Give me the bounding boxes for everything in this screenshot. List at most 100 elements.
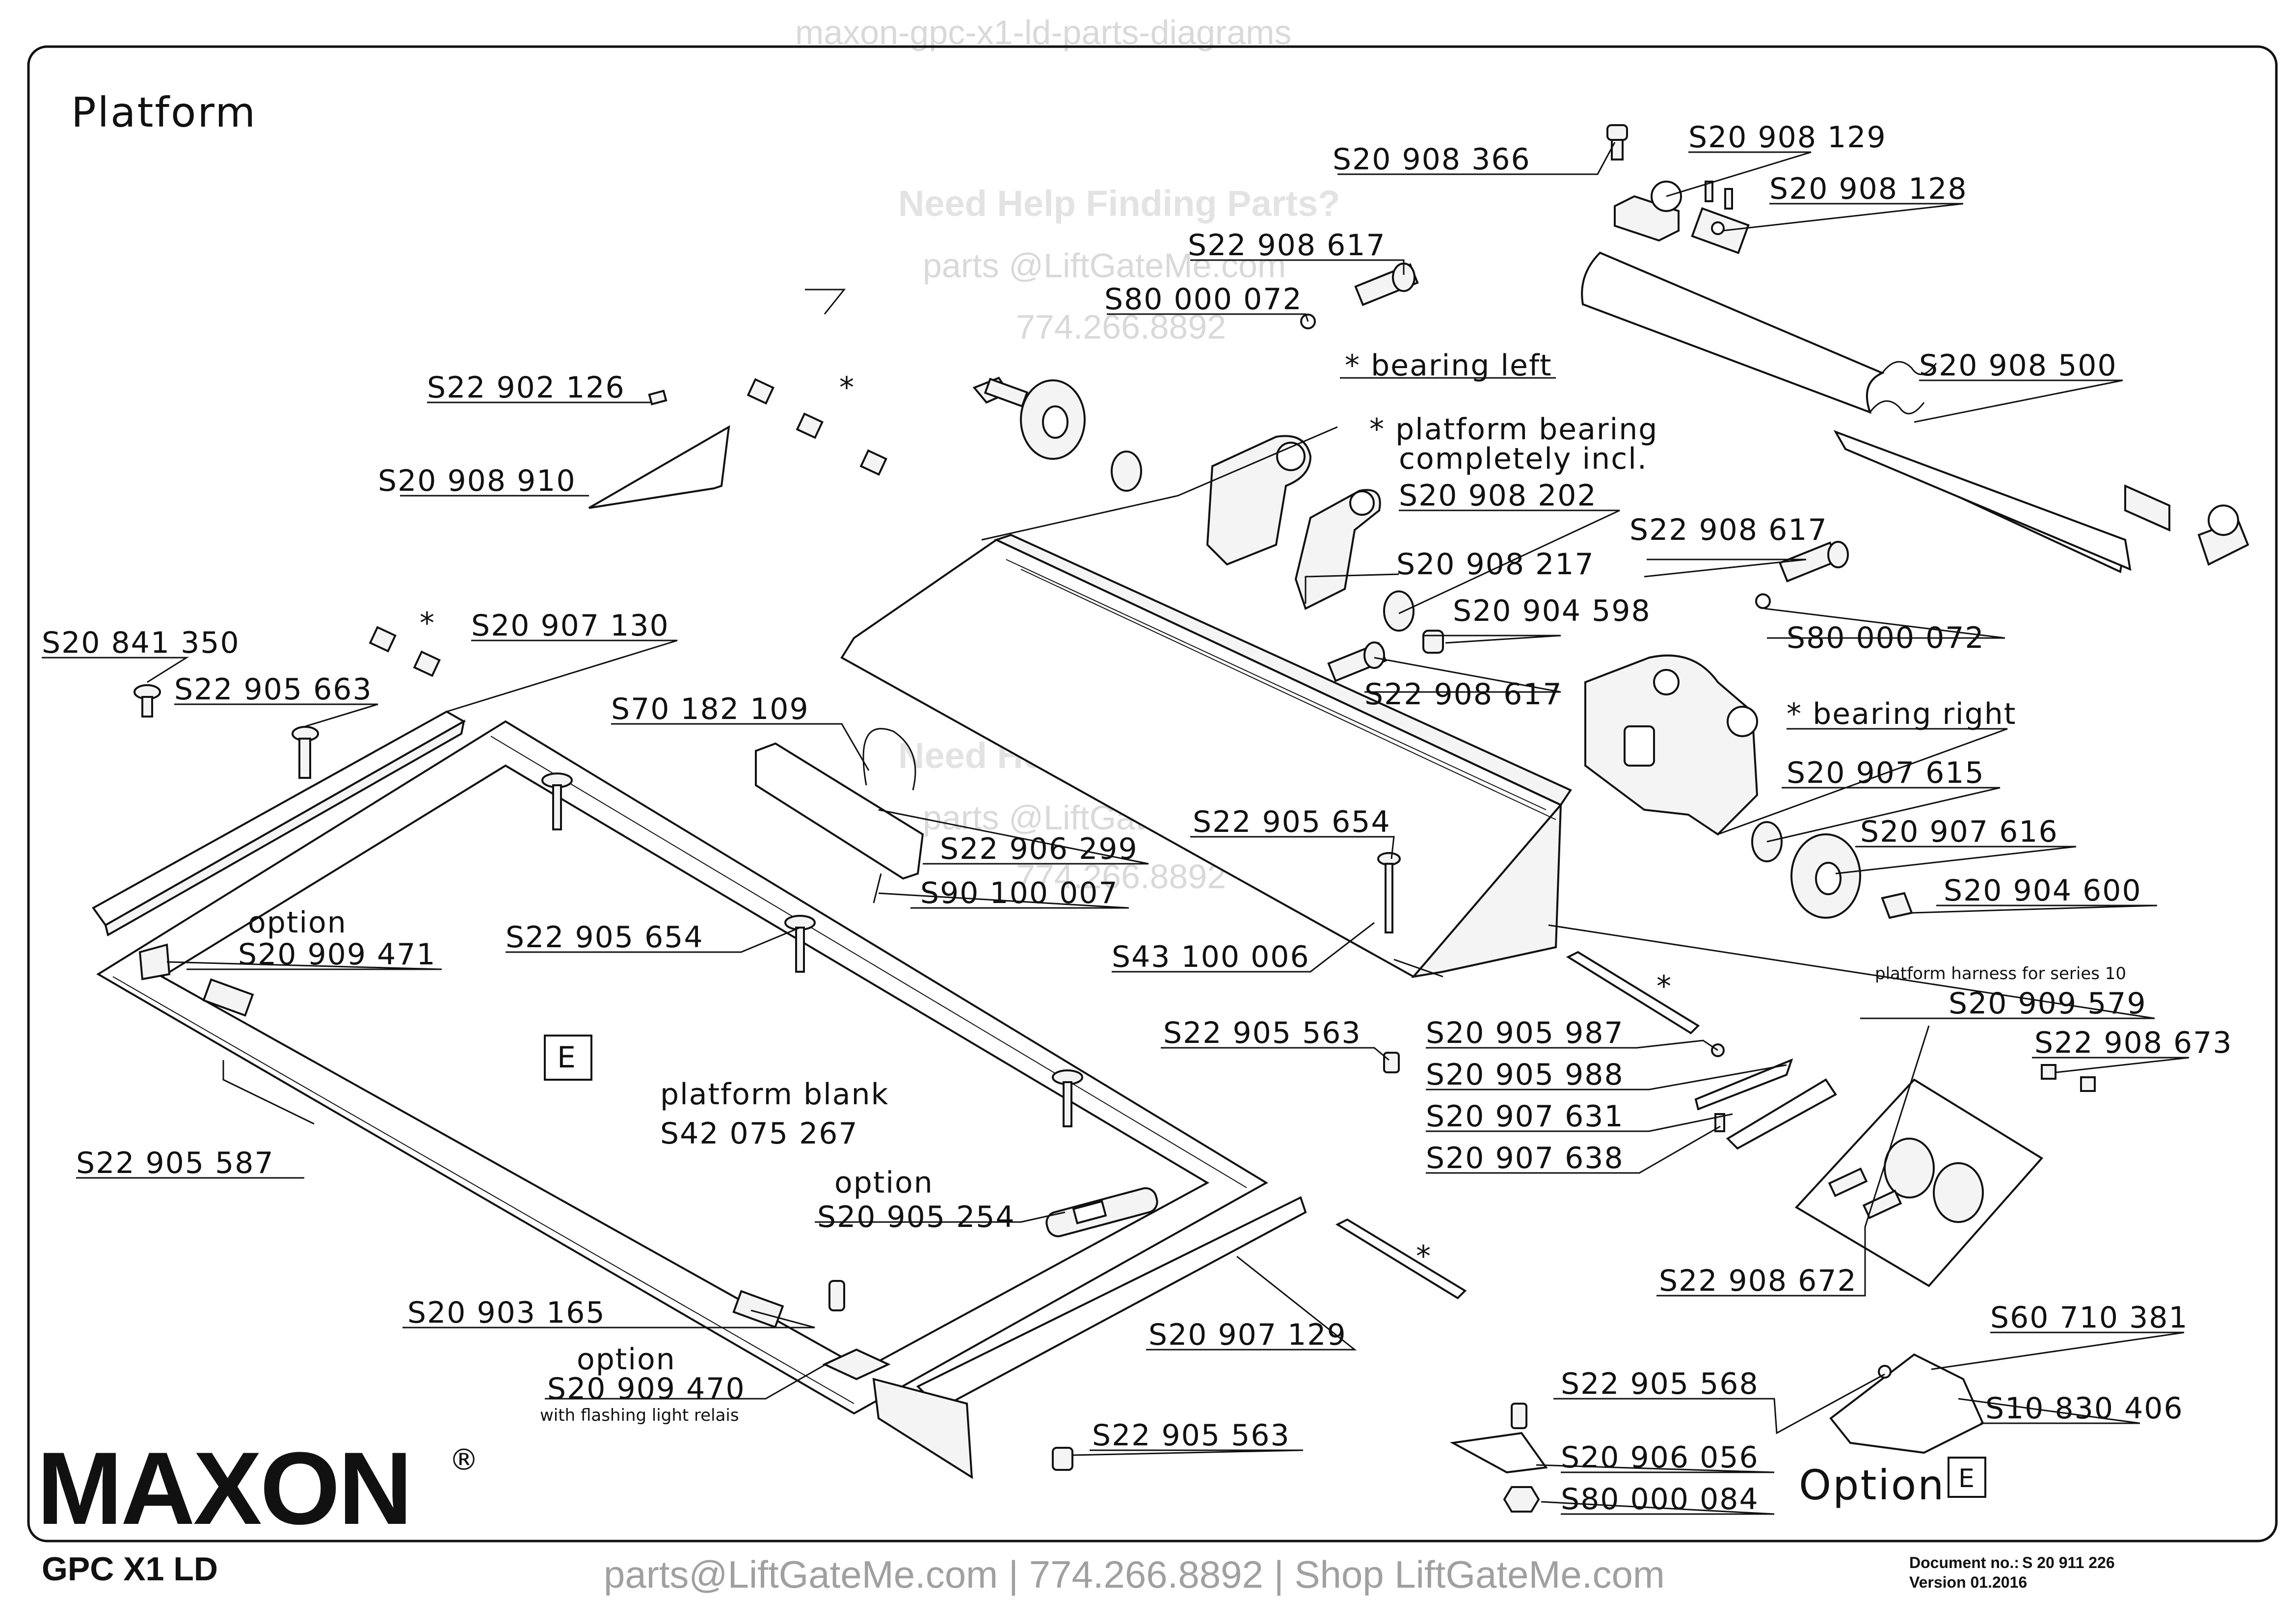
callout-s22905663: S22 905 663 (174, 672, 373, 707)
bearing-left-drawing (972, 376, 1444, 654)
callout-s20908366: S20 908 366 (1333, 142, 1531, 177)
sliding-nuts-left-drawing (369, 626, 441, 677)
document-label: Document no.: (1909, 1554, 2019, 1571)
help-watermark-email: parts @LiftGateMe.com (923, 246, 1286, 285)
callout-s70182109: S70 182 109 (611, 692, 809, 726)
screw-s22905663-drawing (292, 726, 319, 779)
leader-lines (42, 142, 2189, 1515)
help-watermark-top: Need Help Finding Parts? parts @LiftGate… (898, 183, 1340, 346)
callout-s20908910: S20 908 910 (378, 464, 576, 498)
callout-s20907130: S20 907 130 (471, 609, 669, 643)
callout-s20909579: S20 909 579 (1949, 986, 2147, 1021)
star-marker-1: * (839, 371, 855, 405)
model-name: GPC X1 LD (42, 1550, 218, 1588)
callout-platform-blank: platform blank (660, 1077, 889, 1112)
hinge-right-drawing (2124, 484, 2249, 566)
footer-contact: parts@LiftGateMe.com | 774.266.8892 | Sh… (604, 1553, 1665, 1596)
flap-plate-drawing (1581, 251, 2132, 573)
callout-s22905654-a: S22 905 654 (1193, 805, 1391, 839)
callout-harness-note: platform harness for series 10 (1875, 964, 2126, 984)
option-light-left-drawing (138, 943, 315, 1125)
bearing-right-drawing (1584, 541, 1913, 919)
carriage-bolts-drawing (541, 772, 1401, 1127)
callout-s20908128: S20 908 128 (1769, 172, 1968, 206)
box-e-marker-2: E (1958, 1464, 1975, 1493)
callout-s43100006: S43 100 006 (1112, 940, 1310, 974)
platform-blank-drawing: E (96, 720, 1268, 1415)
callout-platform-bearing: * platform bearing (1369, 412, 1658, 447)
callout-s22906299: S22 906 299 (940, 832, 1138, 866)
callout-s20905987: S20 905 987 (1426, 1016, 1624, 1050)
callout-s22905563-b: S22 905 563 (1092, 1418, 1290, 1453)
callout-s22908617-a: S22 908 617 (1188, 228, 1386, 263)
page-frame (27, 45, 2278, 1543)
callout-option-d: Option (1799, 1461, 1945, 1509)
maxon-logo: MAXON (37, 1431, 411, 1546)
callout-s20904598: S20 904 598 (1453, 594, 1651, 628)
help-watermark-title: Need Help Finding Parts? (898, 183, 1340, 224)
callout-option-c: option (577, 1342, 676, 1377)
option-light-bottom-drawing (732, 1280, 891, 1381)
callout-option-a: option (248, 905, 347, 940)
callout-s10830406: S10 830 406 (1985, 1391, 2184, 1426)
bracket-parts-drawing (1694, 1043, 1837, 1150)
callout-s20908202: S20 908 202 (1399, 479, 1597, 513)
page-title: Platform (71, 88, 257, 136)
callout-s20907615: S20 907 615 (1787, 756, 1985, 790)
callout-s20908129: S20 908 129 (1688, 120, 1887, 155)
callout-s20907129: S20 907 129 (1148, 1318, 1347, 1352)
callout-s20841350: S20 841 350 (42, 626, 240, 660)
callout-s22905654-b: S22 905 654 (506, 920, 704, 955)
callout-s60710381: S60 710 381 (1990, 1301, 2189, 1335)
callout-s20905988: S20 905 988 (1426, 1058, 1624, 1092)
callout-s20907631: S20 907 631 (1426, 1099, 1624, 1134)
callout-s20906056: S20 906 056 (1561, 1440, 1759, 1475)
callout-s22908617-b: S22 908 617 (1629, 513, 1828, 547)
option-bottom-right-drawing: E (1449, 1353, 1986, 1513)
sliding-nuts-top-drawing (747, 378, 887, 476)
callout-completely-incl: completely incl. (1399, 442, 1648, 476)
callout-s42075267: S42 075 267 (660, 1117, 858, 1151)
control-box-drawing (755, 728, 924, 904)
callout-flashing-light-relais: with flashing light relais (540, 1406, 739, 1425)
callout-s22902126: S22 902 126 (427, 371, 625, 405)
bearing-beam-drawing (840, 533, 1572, 978)
registered-mark: ® (449, 1443, 480, 1477)
option-sensor-drawing (1045, 1187, 1158, 1237)
callout-s22908673: S22 908 673 (2034, 1026, 2233, 1060)
harness-box-drawing (1794, 1064, 2096, 1287)
screw-s20841350-drawing (133, 684, 161, 718)
bolt-upper-drawing (1300, 263, 1419, 329)
callout-s20908500: S20 908 500 (1919, 348, 2117, 383)
callout-s20903165: S20 903 165 (407, 1296, 606, 1330)
callout-s22905587: S22 905 587 (76, 1146, 274, 1180)
box-e-marker: E (557, 1040, 577, 1075)
slide-strip-upper-drawing (1566, 951, 1700, 1035)
front-bar-drawing (872, 1196, 1307, 1479)
callout-s80000072-a: S80 000 072 (1104, 282, 1303, 317)
side-plate-drawing (588, 390, 730, 509)
screw-s20908366-drawing (1606, 124, 1733, 210)
callout-s20909470: S20 909 470 (547, 1372, 746, 1406)
star-marker-4: * (1416, 1239, 1432, 1274)
document-number: S 20 911 226 (2022, 1554, 2115, 1571)
slide-strip-lower-drawing (1335, 1218, 1467, 1300)
callout-s20907616: S20 907 616 (1860, 815, 2058, 849)
callout-s20907638: S20 907 638 (1426, 1141, 1624, 1175)
star-marker-2: * (420, 606, 435, 640)
callout-s22908672: S22 908 672 (1659, 1264, 1857, 1298)
callout-labels: S20 908 366 S20 908 129 S20 908 128 S22 … (42, 120, 2233, 1517)
callout-s20904600: S20 904 600 (1944, 874, 2142, 908)
callout-bearing-left: * bearing left (1345, 348, 1552, 383)
callout-option-b: option (834, 1166, 934, 1200)
star-marker-3: * (1656, 969, 1672, 1004)
top-watermark: maxon-gpc-x1-ld-parts-diagrams (795, 13, 1291, 52)
document-version: Version 01.2016 (1909, 1573, 2027, 1591)
callout-s22905568: S22 905 568 (1561, 1367, 1759, 1401)
callout-s20905254: S20 905 254 (817, 1200, 1015, 1234)
callout-s20908217: S20 908 217 (1396, 547, 1595, 582)
callout-bearing-right: * bearing right (1787, 697, 2016, 731)
callout-s22905563-a: S22 905 563 (1163, 1016, 1362, 1050)
callout-s90100007: S90 100 007 (920, 876, 1119, 910)
